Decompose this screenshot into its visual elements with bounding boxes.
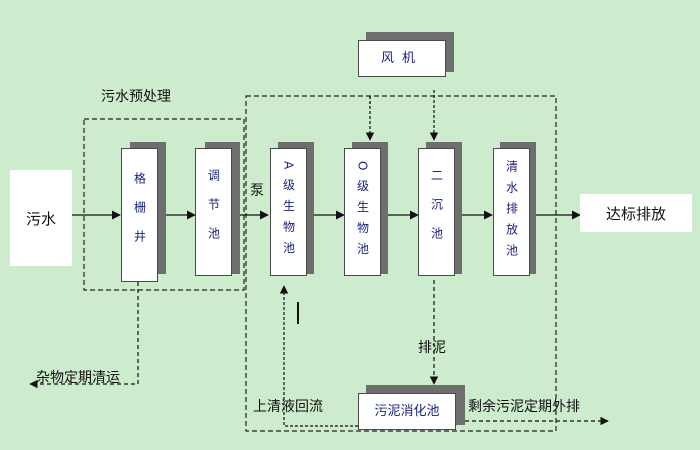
clear-water-tank-box: 清水排放池: [493, 148, 530, 276]
debris-removal-line: [29, 282, 139, 389]
sludge-discharge-label: 排泥: [418, 340, 446, 356]
pretreatment-label: 污水预处理: [101, 89, 171, 105]
screen-well-box: 格栅井: [121, 148, 158, 282]
pump-label: 泵: [250, 183, 264, 199]
debris-label: 杂物定期清运: [36, 370, 120, 386]
treatment-frame: [245, 95, 557, 432]
excess-sludge-label: 剩余污泥定期外排: [468, 399, 580, 415]
supernatant-return-label: 上清液回流: [253, 399, 323, 415]
pretreatment-frame: [83, 118, 245, 291]
supernatant-return-line: [279, 285, 358, 427]
clarifier-box: 二沉池: [418, 148, 455, 276]
regulating-tank-box: 调节池: [195, 148, 232, 276]
blower-box: 风机: [358, 40, 446, 77]
sludge-digester-box: 污泥消化池: [358, 393, 456, 430]
o-tank-box: O级生物池: [344, 148, 381, 276]
a-tank-box: A级生物池: [270, 148, 307, 276]
discharge-output: 达标排放: [580, 194, 692, 232]
sewage-input: 污水: [10, 170, 72, 266]
